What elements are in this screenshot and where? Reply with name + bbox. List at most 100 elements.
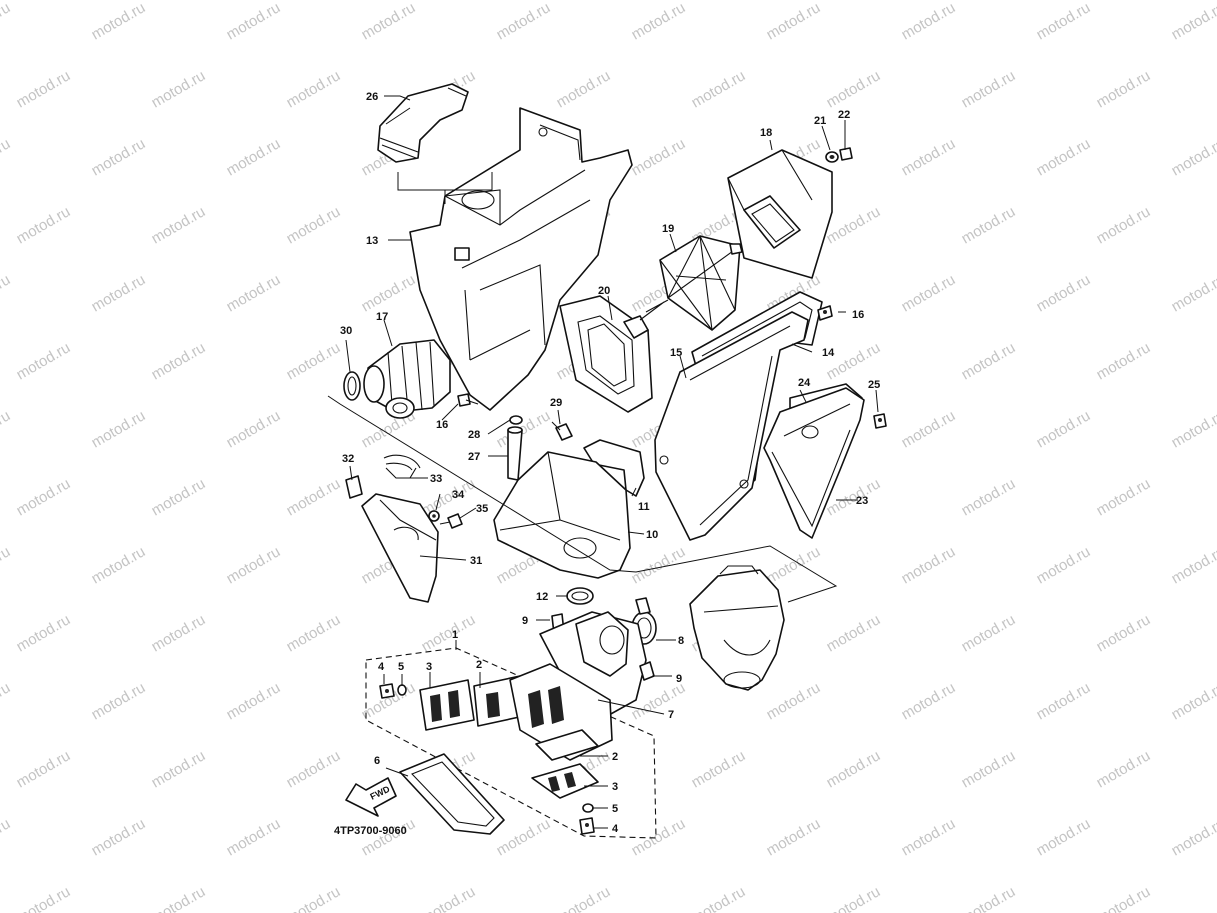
callout-label-c21: 21 bbox=[814, 115, 826, 127]
callout-label-c31: 31 bbox=[470, 555, 482, 567]
watermark-text: motod.ru bbox=[1169, 815, 1217, 859]
part-11-seal[interactable] bbox=[583, 439, 645, 497]
part-32-bracket[interactable] bbox=[345, 475, 363, 499]
part-15-side-cover[interactable] bbox=[654, 311, 809, 541]
callout-label-c22: 22 bbox=[838, 109, 850, 121]
part-7-manifold[interactable] bbox=[539, 611, 647, 721]
watermark-text: motod.ru bbox=[689, 883, 749, 913]
watermark-text: motod.ru bbox=[14, 475, 74, 519]
part-29-bolt[interactable] bbox=[551, 421, 573, 441]
watermark-text: motod.ru bbox=[0, 135, 13, 179]
part-33-band[interactable] bbox=[383, 454, 421, 479]
watermark-text: motod.ru bbox=[689, 67, 749, 111]
watermark-text: motod.ru bbox=[284, 883, 344, 913]
watermark-text: motod.ru bbox=[959, 747, 1019, 791]
watermark-text: motod.ru bbox=[224, 271, 284, 315]
watermark-text: motod.ru bbox=[1034, 543, 1094, 587]
watermark-text: motod.ru bbox=[1034, 407, 1094, 451]
part-4-screw-right[interactable] bbox=[579, 817, 595, 835]
part-21-washer[interactable] bbox=[825, 151, 839, 163]
callout-label-c25: 25 bbox=[868, 379, 880, 391]
callout-label-c26: 26 bbox=[366, 91, 378, 103]
callout-label-c3b: 3 bbox=[612, 781, 618, 793]
callout-label-c23: 23 bbox=[856, 495, 868, 507]
watermark-text: motod.ru bbox=[14, 611, 74, 655]
part-22-clip[interactable] bbox=[839, 147, 853, 161]
watermark-text: motod.ru bbox=[629, 0, 689, 43]
watermark-text: motod.ru bbox=[284, 67, 344, 111]
part-16-bolt-lower[interactable] bbox=[457, 393, 479, 407]
watermark-text: motod.ru bbox=[224, 815, 284, 859]
watermark-text: motod.ru bbox=[959, 475, 1019, 519]
part-10-mud-guard-boot[interactable] bbox=[493, 451, 631, 579]
part-17-air-joint[interactable] bbox=[363, 339, 451, 419]
part-27-drain-pipe[interactable] bbox=[507, 426, 523, 481]
watermark-text: motod.ru bbox=[824, 883, 884, 913]
watermark-text: motod.ru bbox=[554, 67, 614, 111]
part-3-stopper-right[interactable] bbox=[531, 763, 599, 799]
part-3-stopper-left[interactable] bbox=[419, 679, 475, 731]
watermark-text: motod.ru bbox=[149, 67, 209, 111]
watermark-text: motod.ru bbox=[0, 0, 13, 43]
watermark-text: motod.ru bbox=[1094, 339, 1154, 383]
callout-label-c15: 15 bbox=[670, 347, 682, 359]
leader-lines bbox=[327, 95, 879, 829]
part-16-bolt-upper[interactable] bbox=[817, 305, 833, 321]
watermark-text: motod.ru bbox=[824, 611, 884, 655]
part-5-washer-left[interactable] bbox=[397, 684, 407, 696]
watermark-text: motod.ru bbox=[0, 543, 13, 587]
callout-label-c1: 1 bbox=[452, 629, 458, 641]
watermark-text: motod.ru bbox=[89, 271, 149, 315]
callout-label-c33: 33 bbox=[430, 473, 442, 485]
watermark-text: motod.ru bbox=[1094, 475, 1154, 519]
part-28-clip[interactable] bbox=[509, 415, 523, 425]
part-12-clamp[interactable] bbox=[566, 587, 594, 605]
watermark-text: motod.ru bbox=[764, 543, 824, 587]
callout-label-c17: 17 bbox=[376, 311, 388, 323]
callout-label-c19: 19 bbox=[662, 223, 674, 235]
watermark-text: motod.ru bbox=[899, 815, 959, 859]
watermark-text: motod.ru bbox=[554, 883, 614, 913]
watermark-text: motod.ru bbox=[89, 135, 149, 179]
watermark-text: motod.ru bbox=[0, 271, 13, 315]
part-20-air-filter[interactable] bbox=[559, 295, 669, 413]
part-18-filter-cover[interactable] bbox=[727, 149, 833, 279]
watermark-text: motod.ru bbox=[824, 747, 884, 791]
part-4-screw-left[interactable] bbox=[379, 683, 395, 699]
part-5-washer-right[interactable] bbox=[582, 803, 594, 813]
part-19-filter-cage[interactable] bbox=[659, 235, 743, 331]
callout-label-c18: 18 bbox=[760, 127, 772, 139]
watermark-text: motod.ru bbox=[629, 135, 689, 179]
part-30-clamp[interactable] bbox=[343, 371, 361, 401]
watermark-text: motod.ru bbox=[1034, 271, 1094, 315]
part-34-washer[interactable] bbox=[428, 510, 440, 522]
part-2-reed-right[interactable] bbox=[535, 729, 599, 761]
watermark-text: motod.ru bbox=[149, 203, 209, 247]
watermark-text: motod.ru bbox=[1094, 203, 1154, 247]
watermark-text: motod.ru bbox=[1094, 747, 1154, 791]
carburetor-outline bbox=[689, 565, 785, 691]
part-13-air-box[interactable] bbox=[409, 107, 633, 411]
watermark-text: motod.ru bbox=[1034, 135, 1094, 179]
watermark-text: motod.ru bbox=[14, 339, 74, 383]
watermark-text: motod.ru bbox=[89, 0, 149, 43]
callout-label-c9b: 9 bbox=[676, 673, 682, 685]
watermark-text: motod.ru bbox=[764, 679, 824, 723]
watermark-text: motod.ru bbox=[1169, 543, 1217, 587]
watermark-text: motod.ru bbox=[1094, 883, 1154, 913]
part-6-gasket[interactable] bbox=[399, 753, 505, 835]
watermark-text: motod.ru bbox=[1169, 271, 1217, 315]
part-26-intake-duct[interactable] bbox=[377, 83, 469, 163]
part-35-bolt[interactable] bbox=[439, 513, 463, 529]
part-31-mud-flap[interactable] bbox=[361, 493, 439, 603]
part-25-screw[interactable] bbox=[873, 413, 887, 429]
watermark-text: motod.ru bbox=[899, 271, 959, 315]
watermark-text: motod.ru bbox=[959, 67, 1019, 111]
watermark-text: motod.ru bbox=[284, 475, 344, 519]
watermark-text: motod.ru bbox=[0, 407, 13, 451]
part-23-side-plate[interactable] bbox=[763, 387, 865, 539]
watermark-text: motod.ru bbox=[0, 679, 13, 723]
